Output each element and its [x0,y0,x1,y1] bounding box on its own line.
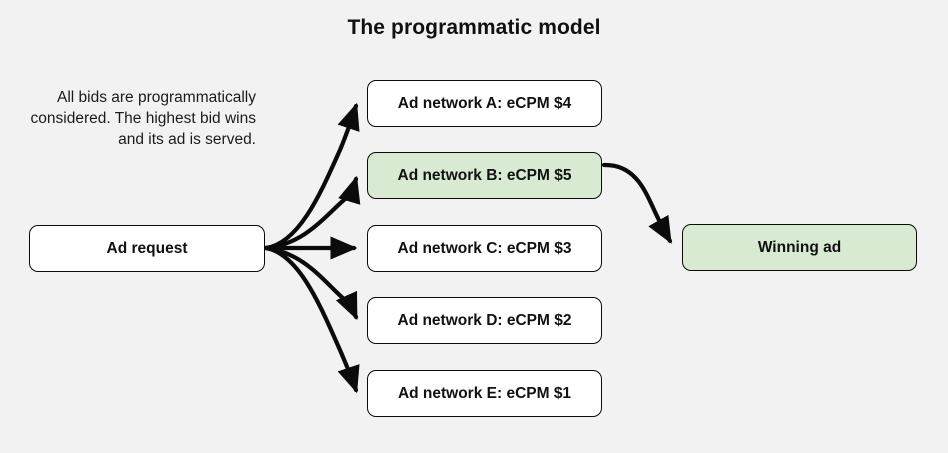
node-ad-network-b-label: Ad network B: eCPM $5 [397,166,572,184]
node-ad-network-c-label: Ad network C: eCPM $3 [397,239,572,257]
edge-request-to-network-a [263,102,360,251]
node-ad-network-e-label: Ad network E: eCPM $1 [397,384,572,402]
node-ad-network-a-label: Ad network A: eCPM $4 [397,94,572,112]
node-ad-network-d-label: Ad network D: eCPM $2 [397,311,572,329]
page-title: The programmatic model [347,16,601,39]
caption-text: All bids are programmatically considered… [30,89,256,148]
edge-request-to-network-e [263,245,360,394]
node-ad-request[interactable]: Ad request [29,225,265,272]
node-ad-network-e[interactable]: Ad network E: eCPM $1 [367,370,602,417]
edge-request-to-network-d [263,245,359,321]
edge-request-to-network-b [263,175,361,251]
edge-network-b-to-winner [601,162,673,244]
node-winning-ad[interactable]: Winning ad [682,224,917,271]
node-ad-request-label: Ad request [106,239,188,257]
node-ad-network-c[interactable]: Ad network C: eCPM $3 [367,225,602,272]
node-ad-network-b[interactable]: Ad network B: eCPM $5 [367,152,602,199]
node-ad-network-d[interactable]: Ad network D: eCPM $2 [367,297,602,344]
node-winning-ad-label: Winning ad [757,238,842,256]
node-ad-network-a[interactable]: Ad network A: eCPM $4 [367,80,602,127]
